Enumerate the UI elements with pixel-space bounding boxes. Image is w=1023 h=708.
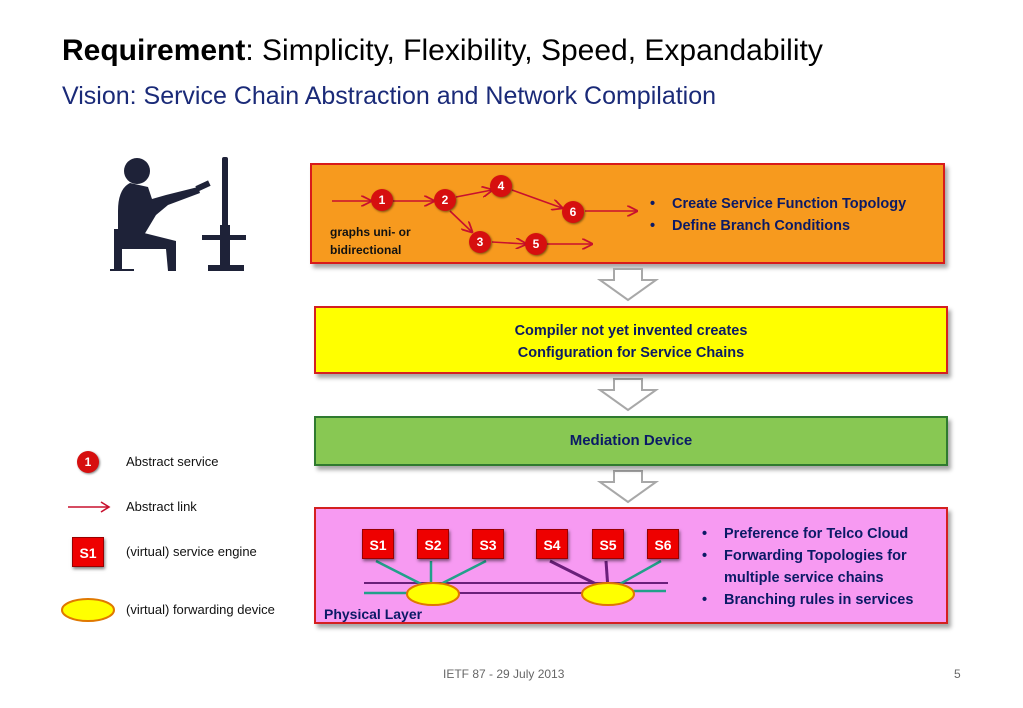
- service-engine-s5: S5: [592, 529, 624, 559]
- legend-forwarding-device-icon: [61, 598, 115, 622]
- service-engine-s3: S3: [472, 529, 504, 559]
- service-topology-box: 1 2 3 4 5 6 graphs uni- or bidirectional…: [310, 163, 945, 264]
- graph-link: [491, 242, 526, 244]
- legend-service-badge: 1: [77, 451, 99, 473]
- footer-event: IETF 87 - 29 July 2013: [443, 667, 565, 681]
- graph-note: graphs uni- or bidirectional: [330, 225, 411, 257]
- graph-link: [511, 189, 562, 208]
- physical-bullets: Preference for Telco Cloud Forwarding To…: [696, 523, 946, 611]
- compiler-line-1: Compiler not yet invented creates: [514, 323, 748, 339]
- graph-node-1: 1: [371, 189, 393, 211]
- graph-node-3: 3: [469, 231, 491, 253]
- bullet-item: Branching rules in services: [696, 589, 946, 611]
- service-engine-s2: S2: [417, 529, 449, 559]
- legend-abstract-service: Abstract service: [126, 454, 219, 469]
- compiler-line-2: Configuration for Service Chains: [517, 345, 745, 361]
- graph-node-6: 6: [562, 201, 584, 223]
- graph-node-5: 5: [525, 233, 547, 255]
- title-rest: : Simplicity, Flexibility, Speed, Expand…: [245, 34, 823, 67]
- legend-abstract-link: Abstract link: [126, 499, 197, 514]
- graph-link: [455, 190, 492, 198]
- graph-node-4: 4: [490, 175, 512, 197]
- legend-engine-badge: S1: [72, 537, 104, 567]
- graph-link: [449, 210, 472, 232]
- bullet-item: Create Service Function Topology: [644, 193, 944, 215]
- compiler-box: Compiler not yet invented creates Config…: [314, 306, 948, 374]
- service-engine-s1: S1: [362, 529, 394, 559]
- service-engine-s6: S6: [647, 529, 679, 559]
- legend-link-arrow-icon: [68, 501, 111, 513]
- physical-links: [364, 559, 668, 606]
- slide-subtitle: Vision: Service Chain Abstraction and Ne…: [62, 82, 717, 110]
- physical-layer-label: Physical Layer: [324, 606, 423, 622]
- bullet-item: Forwarding Topologies for multiple servi…: [696, 545, 946, 589]
- user-workstation-icon: [110, 157, 246, 271]
- graph-node-2: 2: [434, 189, 456, 211]
- down-arrow-icon: [596, 470, 660, 504]
- bullet-item: Preference for Telco Cloud: [696, 523, 946, 545]
- bullet-item: Define Branch Conditions: [644, 215, 944, 237]
- slide-title: Requirement: Simplicity, Flexibility, Sp…: [62, 34, 823, 68]
- forwarding-device-icon: [406, 582, 460, 606]
- down-arrow-icon: [596, 378, 660, 412]
- mediation-device-box: Mediation Device: [314, 416, 948, 466]
- forwarding-device-icon: [581, 582, 635, 606]
- service-graph: [332, 165, 632, 265]
- topology-bullets: Create Service Function Topology Define …: [644, 193, 944, 237]
- legend-service-engine: (virtual) service engine: [126, 544, 257, 559]
- service-engine-s4: S4: [536, 529, 568, 559]
- down-arrow-icon: [596, 268, 660, 302]
- title-bold: Requirement: [62, 34, 246, 67]
- legend-forwarding-device: (virtual) forwarding device: [126, 602, 275, 617]
- page-number: 5: [954, 667, 961, 681]
- physical-layer-box: S1 S2 S3 S4 S5 S6 Physical Layer Prefere…: [314, 507, 948, 624]
